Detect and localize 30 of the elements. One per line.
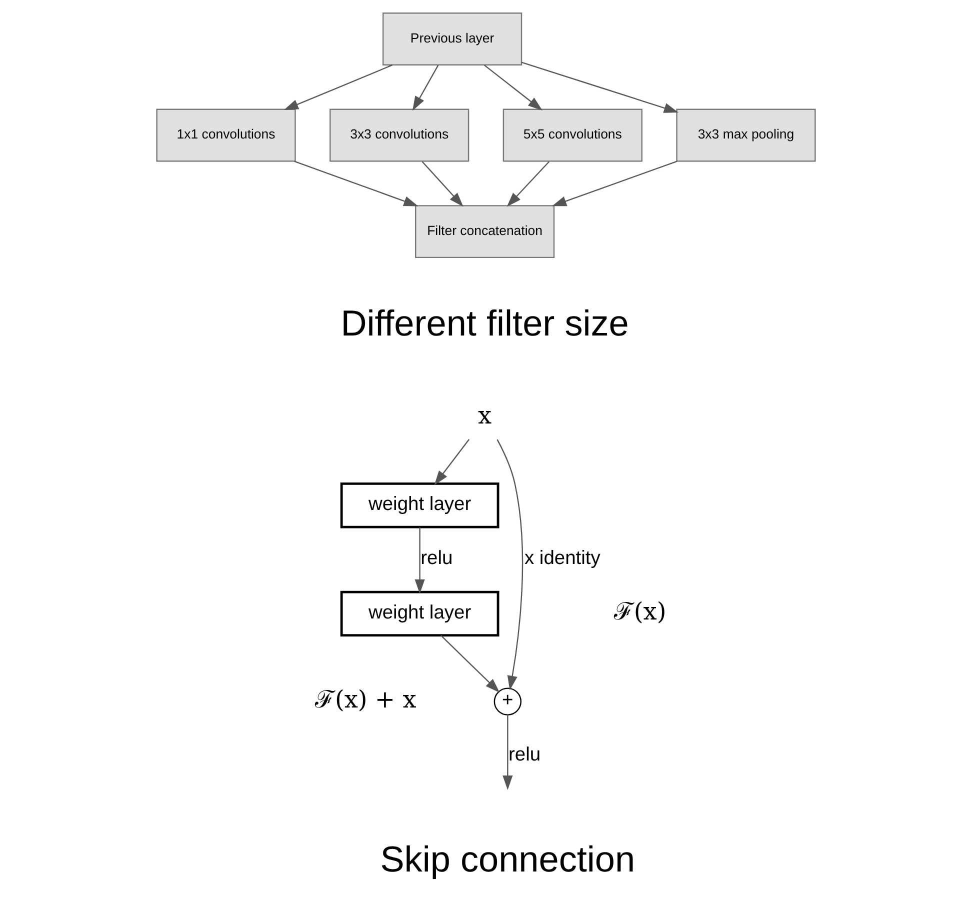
node-box: weight layer (340, 482, 499, 528)
arrow (506, 161, 550, 207)
arrow (440, 635, 500, 693)
arrow (551, 160, 677, 206)
label: Skip connection (380, 838, 635, 880)
node-box: weight layer (340, 590, 499, 637)
arrow (294, 160, 418, 206)
node-circle: + (493, 688, 521, 716)
node-box: Filter concatenation (414, 205, 554, 258)
arrow (434, 439, 470, 486)
arrow (421, 161, 463, 207)
arrow (412, 65, 438, 111)
arrow (496, 439, 523, 690)
node-box: Previous layer (382, 12, 522, 66)
label: ℱ(x) (613, 598, 666, 626)
node-box: 3x3 convolutions (329, 108, 469, 162)
arrow (502, 714, 512, 790)
label: Different filter size (340, 302, 628, 344)
node-text: x (478, 402, 492, 430)
label: ℱ(x) + x (314, 686, 416, 714)
edge-label: x identity (524, 548, 600, 570)
node-box: 3x3 max pooling (676, 108, 816, 162)
node-box: 5x5 convolutions (502, 108, 642, 162)
edge-label: relu (420, 548, 452, 570)
arrow (483, 64, 542, 110)
edge-label: relu (508, 744, 540, 766)
arrow (283, 64, 392, 110)
arrow (520, 62, 678, 113)
arrow (414, 528, 424, 594)
node-box: 1x1 convolutions (156, 108, 296, 162)
